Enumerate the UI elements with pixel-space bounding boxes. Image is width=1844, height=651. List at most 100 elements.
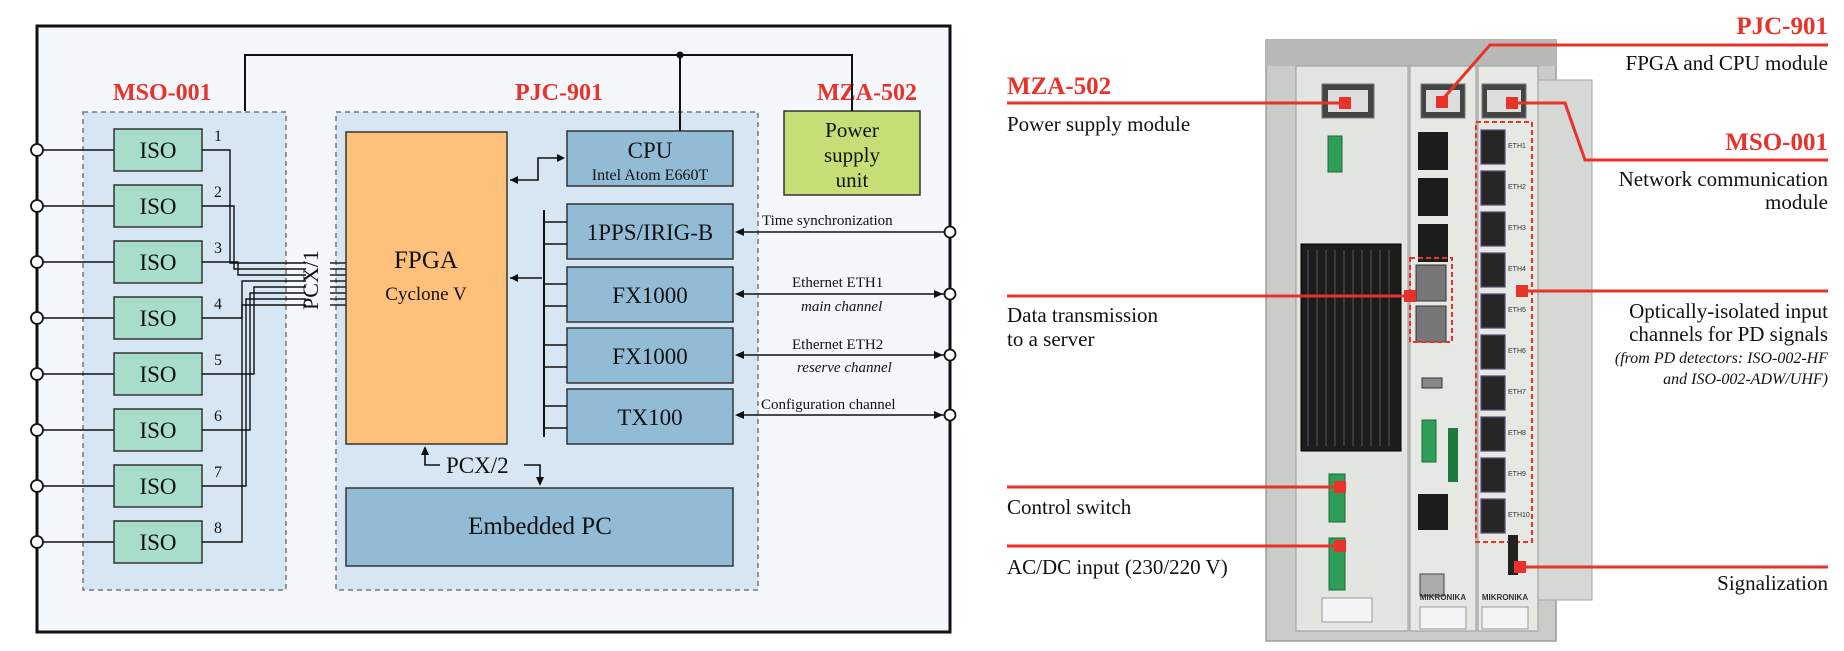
- callout-acdc: AC/DC input (230/220 V): [1007, 555, 1228, 579]
- input-port: [30, 143, 44, 157]
- iso-channel-number: 3: [214, 240, 222, 257]
- callout-optical-marker: [1516, 285, 1528, 297]
- callout-data-1: Data transmission: [1007, 303, 1159, 327]
- callout-signal-marker: [1514, 561, 1526, 573]
- pjc-port-2: [1418, 178, 1448, 216]
- fpga-block: [345, 131, 508, 445]
- iso-label: ISO: [139, 530, 176, 555]
- iso-label: ISO: [139, 418, 176, 443]
- config-arrowhead-right: [934, 411, 943, 419]
- mso-eth-ports: ETH1ETH2ETH3ETH4ETH5ETH6ETH7ETH8ETH9ETH1…: [1480, 129, 1530, 534]
- iso-to-pcx-line: [202, 298, 306, 487]
- iso-block: [113, 408, 203, 452]
- callout-optical-1: Optically-isolated input: [1629, 299, 1828, 323]
- green-indicator-strip: [1448, 428, 1458, 482]
- eth1-arrowhead-right: [934, 290, 943, 298]
- fpga-cpu-arrowhead-2: [557, 154, 565, 162]
- iso-channel-number: 4: [214, 296, 222, 313]
- pcx2-link-2: [524, 464, 541, 482]
- device-photo: MIKRONIKA ETH1ETH2ETH3ETH4ETH5ETH6ETH7ET…: [1007, 13, 1829, 642]
- iso-block: [113, 184, 203, 228]
- pcx2-label: PCX/2: [446, 453, 509, 478]
- fpga-title: FPGA: [394, 247, 458, 274]
- callout-pjc-title: PJC-901: [1736, 13, 1828, 40]
- callout-mza-desc: Power supply module: [1007, 112, 1190, 136]
- input-port: [30, 311, 44, 325]
- green-terminal-top: [1327, 135, 1343, 173]
- eth2-label: Ethernet ETH2: [792, 337, 883, 353]
- iso-block: [113, 352, 203, 396]
- iso-channel-number: 6: [214, 408, 222, 425]
- iso-to-pcx-line: [202, 280, 306, 319]
- iso-block: [113, 128, 203, 172]
- eth-port-label: ETH6: [1508, 348, 1526, 355]
- eth-port: [1480, 334, 1506, 370]
- callout-pjc-line: [1440, 43, 1828, 101]
- eth1-label: Ethernet ETH1: [792, 275, 883, 291]
- iso-label: ISO: [139, 474, 176, 499]
- pjc-port-3: [1418, 224, 1448, 262]
- block-diagram: MSO-001 PJC-901 MZA-502 Power supply uni…: [30, 24, 957, 634]
- tx100-label: TX100: [617, 405, 682, 430]
- input-port: [30, 367, 44, 381]
- config-arrowhead-left: [735, 411, 744, 419]
- mza-label-plate: [1321, 597, 1373, 623]
- callout-mza-title: MZA-502: [1007, 73, 1111, 100]
- pcx2-arrowhead-up: [421, 446, 429, 455]
- eth-port: [1480, 416, 1506, 452]
- callout-optical-4: and ISO-002-ADW/UHF): [1663, 371, 1828, 388]
- callout-mso-title: MSO-001: [1725, 129, 1828, 156]
- eth-port: [1480, 211, 1506, 247]
- callout-pjc-desc: FPGA and CPU module: [1626, 51, 1828, 75]
- fx1000-eth2-label: FX1000: [612, 344, 687, 369]
- iso-label: ISO: [139, 138, 176, 163]
- eth-port: [1480, 375, 1506, 411]
- mso-highlight-box: [1475, 121, 1533, 543]
- eth-port-label: ETH9: [1508, 471, 1526, 478]
- mso-led-strip: [1508, 535, 1518, 575]
- fpga-cpu-link: [510, 157, 563, 181]
- iso-to-pcx-line: [202, 292, 306, 431]
- eth-port-label: ETH1: [1508, 143, 1526, 150]
- fx1000-eth2-block: [566, 327, 734, 384]
- iso-channel-number: 1: [214, 128, 222, 145]
- eth2-port: [943, 348, 957, 362]
- tx100-block: [566, 388, 734, 445]
- iso-to-pcx-line: [202, 286, 306, 375]
- sfp-port-1: [1415, 264, 1447, 302]
- callout-mso-marker: [1506, 97, 1518, 109]
- callout-signal: Signalization: [1717, 571, 1828, 595]
- input-port: [30, 423, 44, 437]
- pcx1-bus: [202, 149, 346, 543]
- iso-label: ISO: [139, 362, 176, 387]
- eth-port-label: ETH5: [1508, 307, 1526, 314]
- eth-port-label: ETH3: [1508, 225, 1526, 232]
- cpu-title: CPU: [628, 138, 673, 163]
- input-port: [30, 479, 44, 493]
- input-port: [30, 535, 44, 549]
- time-sync-port: [943, 225, 957, 239]
- mso-module-title: MSO-001: [113, 80, 212, 106]
- usb-b-port: [1419, 573, 1445, 597]
- fx1000-eth1-block: [566, 266, 734, 323]
- mso-module-area: [82, 111, 287, 591]
- time-sync-label: Time synchronization: [762, 213, 893, 229]
- cpu-subtitle: Intel Atom E660T: [592, 167, 709, 184]
- pjc-label-plate: [1419, 606, 1467, 630]
- iso-label: ISO: [139, 250, 176, 275]
- power-junction: [676, 51, 684, 59]
- green-terminal-pjc: [1421, 419, 1437, 463]
- config-label: Configuration channel: [761, 397, 896, 413]
- power-supply-label-1: Power: [825, 118, 879, 142]
- eth-port: [1480, 170, 1506, 206]
- cpu-block: [566, 130, 734, 187]
- iso-block: [113, 520, 203, 564]
- iso-label: ISO: [139, 306, 176, 331]
- iso-channel-number: 8: [214, 520, 222, 537]
- power-supply-label-3: unit: [836, 168, 869, 192]
- pcx2-arrowhead-down: [536, 477, 544, 486]
- callout-mso-desc-1: Network communication: [1619, 167, 1829, 191]
- eth-port: [1480, 457, 1506, 493]
- callout-mza-marker: [1339, 97, 1351, 109]
